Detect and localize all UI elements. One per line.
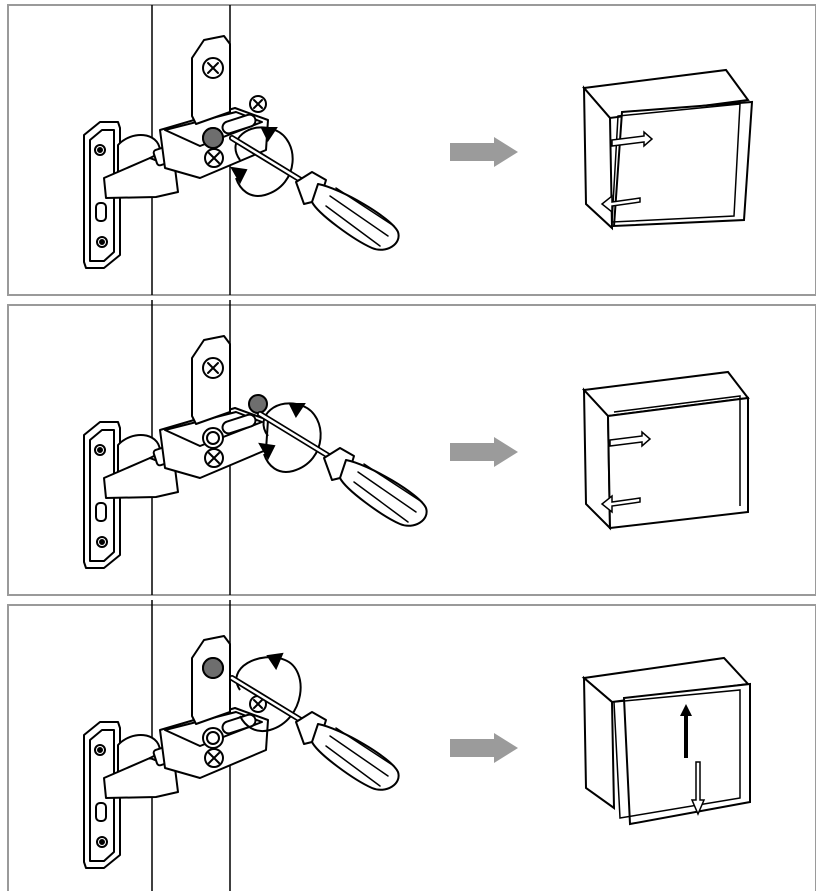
panel-step-2 — [7, 300, 816, 596]
cabinet-door-icon — [582, 68, 754, 231]
rotation-arrow-icon — [235, 652, 302, 732]
panel-step-1 — [7, 4, 816, 296]
door-shift-arrow-icon — [611, 130, 654, 148]
cabinet-door-icon — [581, 370, 750, 531]
door-shift-arrow-icon — [600, 194, 641, 214]
cabinet-door-icon — [581, 656, 751, 826]
height-adjust-screw-highlight — [202, 657, 224, 679]
side-adjust-screw-highlight — [202, 127, 224, 149]
door-up-arrow-icon — [680, 704, 692, 758]
door-shift-arrow-icon — [600, 494, 641, 514]
door-shift-arrow-icon — [609, 430, 652, 448]
panel-step-3 — [7, 600, 816, 891]
depth-adjust-screw-highlight — [248, 394, 268, 414]
door-down-arrow-icon — [690, 761, 706, 816]
